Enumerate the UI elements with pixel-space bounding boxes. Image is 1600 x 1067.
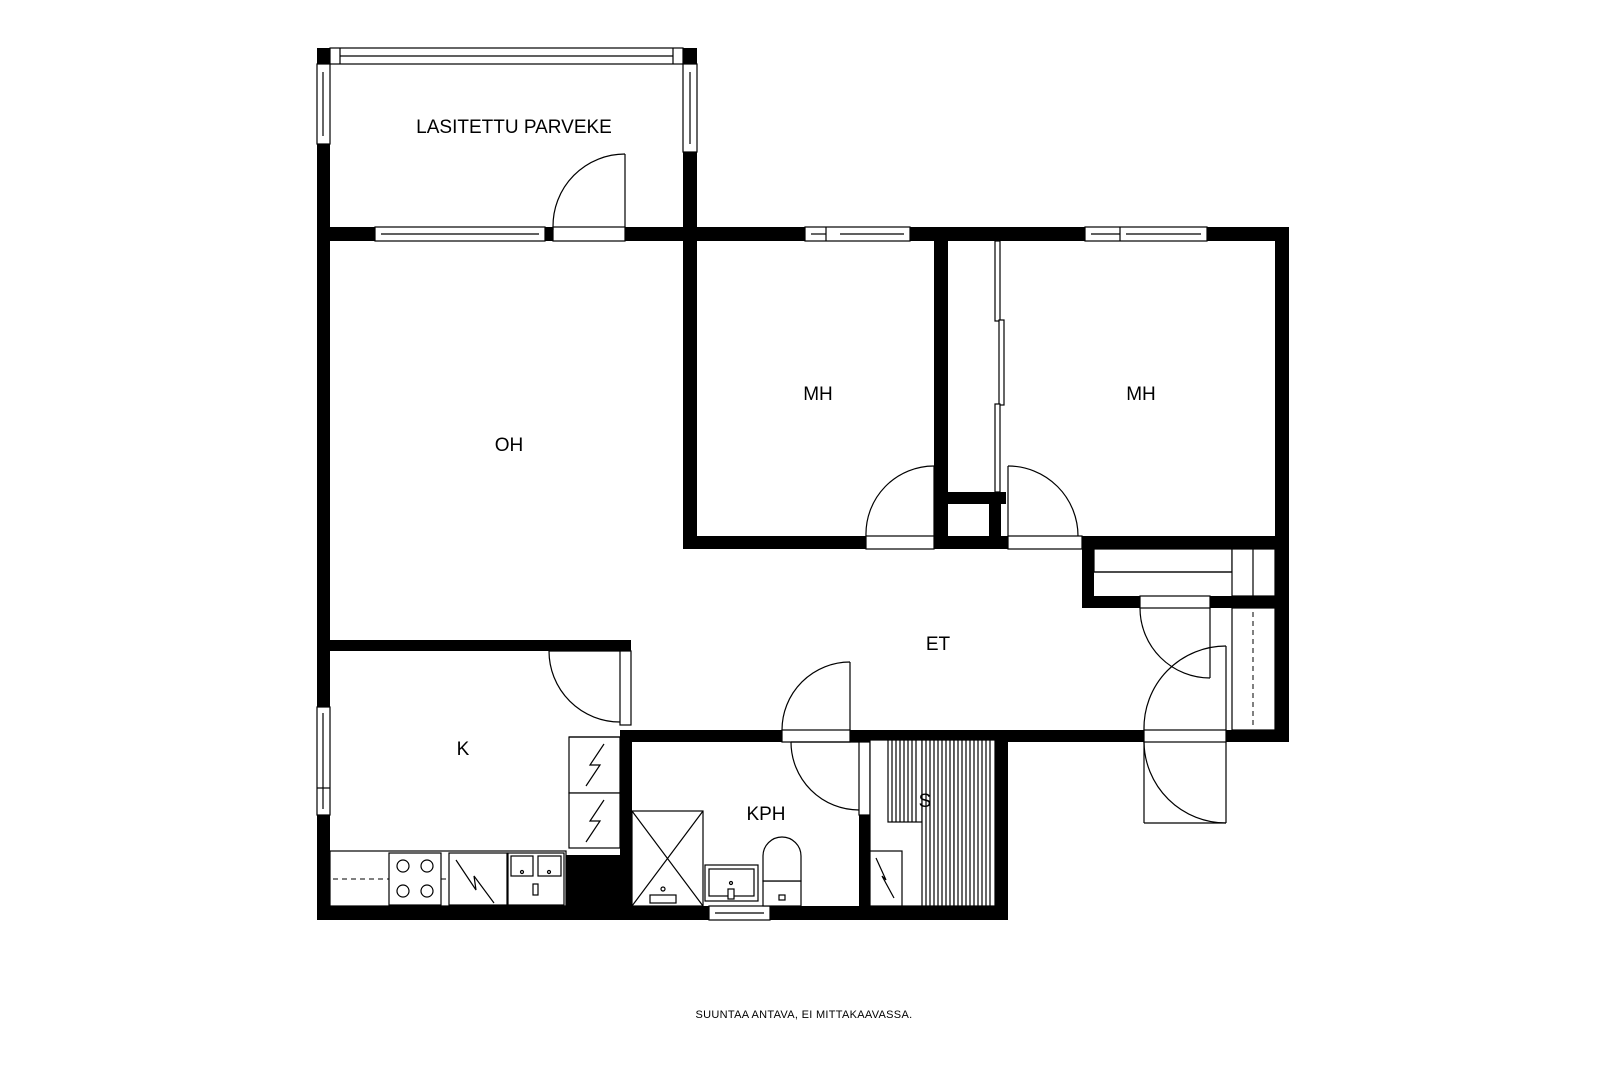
footer-note: SUUNTAA ANTAVA, EI MITTAKAAVASSA.: [696, 1009, 913, 1021]
label-balcony: LASITETTU PARVEKE: [416, 117, 612, 138]
label-kitchen: K: [457, 739, 470, 760]
fixtures: [329, 736, 996, 907]
walls: [317, 48, 1289, 920]
label-sauna: S: [919, 791, 932, 812]
room-labels: LASITETTU PARVEKE OH MH MH ET K KPH S: [416, 117, 1156, 825]
label-living-room: OH: [495, 435, 524, 456]
label-bedroom-2: MH: [1126, 384, 1156, 405]
label-bedroom-1: MH: [803, 384, 833, 405]
doors: [548, 153, 1276, 824]
windows: [316, 47, 1208, 921]
label-hall: ET: [926, 634, 951, 655]
label-bathroom: KPH: [746, 804, 785, 825]
